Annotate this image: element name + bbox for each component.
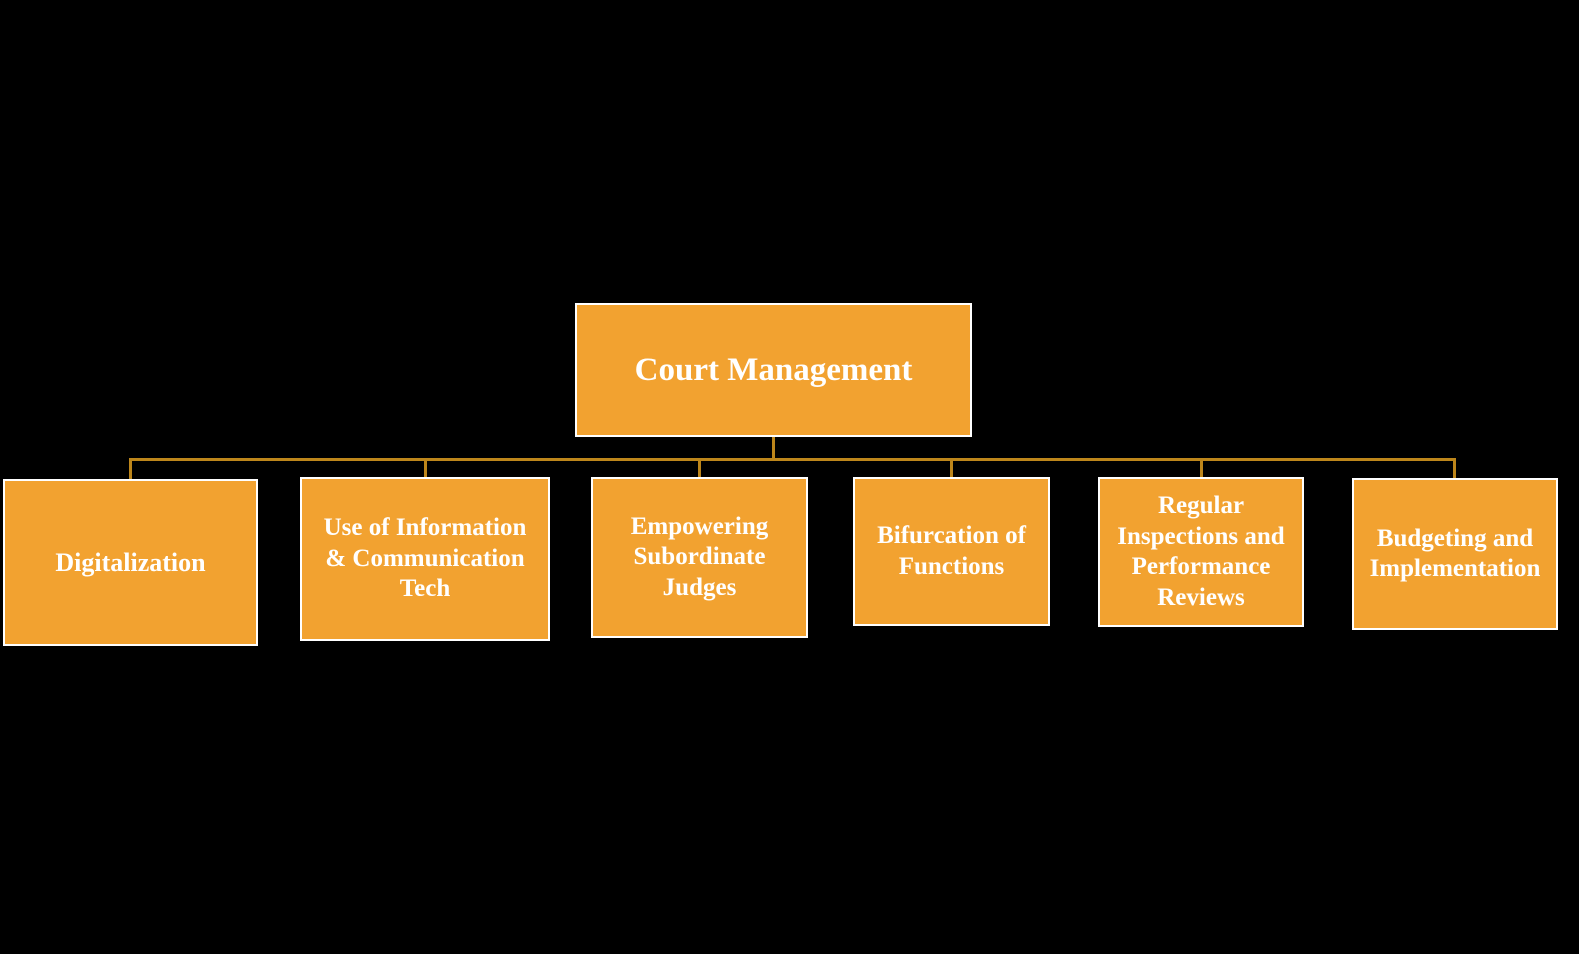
child-node-regular-inspections-performance-reviews: Regular Inspections and Performance Revi… <box>1098 477 1304 627</box>
child-node-budgeting-and-implementation: Budgeting and Implementation <box>1352 478 1558 630</box>
connector-drop-1 <box>129 458 132 480</box>
child-node-label: Empowering Subordinate Judges <box>630 512 769 601</box>
child-node-label: Bifurcation of Functions <box>877 522 1026 580</box>
child-node-empowering-subordinate-judges: Empowering Subordinate Judges <box>591 477 808 638</box>
connector-rail <box>129 458 1456 461</box>
child-node-bifurcation-of-functions: Bifurcation of Functions <box>853 477 1050 626</box>
child-node-label: Use of Information & Communication Tech <box>323 514 527 603</box>
child-node-label: Budgeting and Implementation <box>1369 524 1541 583</box>
child-node-label: Regular Inspections and Performance Revi… <box>1117 492 1285 611</box>
child-node-label: Digitalization <box>55 547 206 577</box>
root-node-court-management: Court Management <box>575 303 972 437</box>
connector-drop-2 <box>424 458 427 480</box>
child-node-use-of-information-communication-tech: Use of Information & Communication Tech <box>300 477 550 641</box>
connector-drop-5 <box>1200 458 1203 480</box>
connector-drop-6 <box>1453 458 1456 480</box>
root-node-label: Court Management <box>634 351 913 388</box>
child-node-digitalization: Digitalization <box>3 479 258 646</box>
connector-stem <box>772 437 775 461</box>
connector-drop-3 <box>698 458 701 480</box>
connector-drop-4 <box>950 458 953 480</box>
